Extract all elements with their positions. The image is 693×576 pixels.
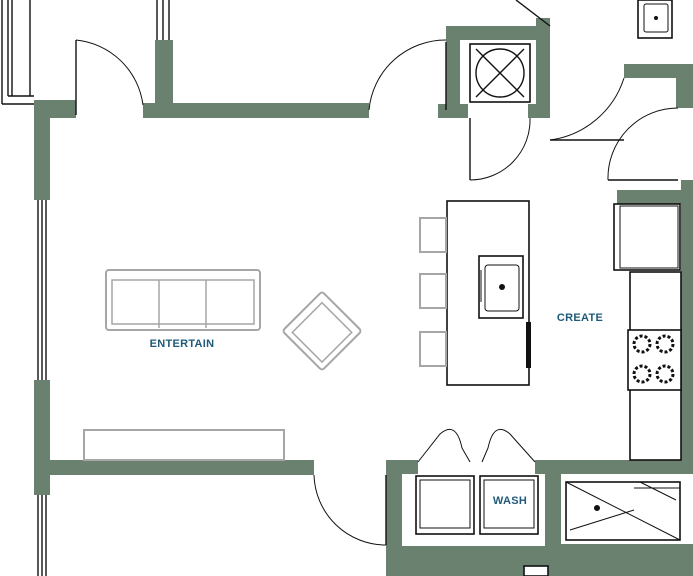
wall-closet-left: [446, 26, 460, 118]
dryer: [479, 475, 539, 535]
wall-bath-bottom: [624, 64, 693, 78]
refrigerator: [613, 203, 681, 271]
shower: [565, 481, 681, 541]
walls: [34, 18, 693, 576]
wall-closet-bottom-left: [438, 104, 468, 118]
room-label-kitchen: CREATE: [557, 312, 603, 324]
wall-left-upper: [34, 100, 50, 200]
door-bottom-right: [523, 565, 549, 576]
wall-bath-stub: [676, 78, 693, 108]
wall-left-lower: [34, 380, 50, 495]
room-label-living: ENTERTAIN: [150, 338, 215, 350]
kitchen-island: [446, 200, 531, 386]
bath-sink: [637, 0, 673, 39]
wall-bottom-living: [34, 460, 314, 475]
wall-closet-top: [446, 26, 550, 40]
room-label-laundry: WASH: [493, 495, 527, 507]
media-console: [83, 429, 285, 461]
hvac-unit: [469, 43, 531, 103]
wall-closet-bottom-right: [528, 104, 550, 118]
doors: [75, 0, 679, 546]
armchair: [282, 291, 362, 371]
wall-closet-right: [536, 18, 550, 118]
wall-top-left-stub: [34, 100, 76, 118]
sofa: [105, 269, 261, 331]
windows: [1, 0, 170, 576]
wall-top-vertical: [155, 40, 173, 115]
washer: [415, 475, 475, 535]
bar-stools: [419, 217, 447, 367]
range: [627, 329, 682, 391]
wall-bottom-right: [561, 544, 693, 576]
wall-top-living: [143, 103, 369, 118]
wall-laundry-top-right: [535, 460, 693, 474]
wall-right: [681, 180, 693, 470]
wall-kitchen-top: [617, 190, 681, 204]
